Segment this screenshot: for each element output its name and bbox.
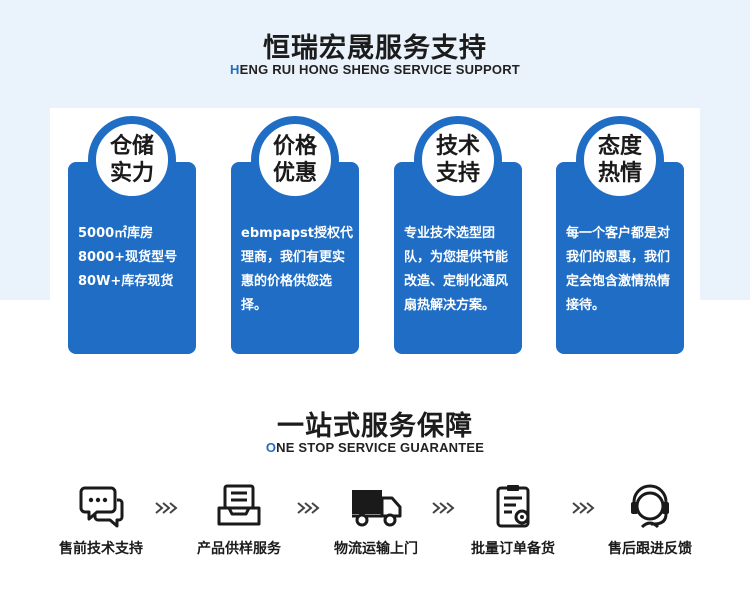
page-title: 恒瑞宏晟服务支持 xyxy=(263,33,487,64)
step-sample: 产品供样服务 xyxy=(179,482,299,558)
badge-price-label: 价格优惠 xyxy=(272,134,317,186)
chevrons-right-icon xyxy=(572,502,595,514)
delivery-truck-icon xyxy=(352,490,402,527)
inbox-tray-icon xyxy=(217,484,261,526)
badge-attitude-label: 态度热情 xyxy=(597,134,642,186)
page-subtitle-rest: ENG RUI HONG SHENG SERVICE SUPPORT xyxy=(239,62,520,77)
chevrons-right-icon xyxy=(432,502,455,514)
card-price-text: ebmpapst授权代理商，我们有更实惠的价格供您选择。 xyxy=(241,226,354,313)
card-warehouse: 5000㎡库房 8000+现货型号 80W+库存现货 xyxy=(68,162,196,354)
step-logistics: 物流运输上门 xyxy=(316,482,436,558)
section-subtitle-rest: NE STOP SERVICE GUARANTEE xyxy=(276,440,485,455)
badge-tech: 技术支持 xyxy=(414,116,502,204)
step-bulk-order-label: 批量订单备货 xyxy=(471,541,555,557)
card-attitude-text: 每一个客户都是对我们的恩惠，我们定会饱含激情热情接待。 xyxy=(566,226,671,313)
step-presales: 售前技术支持 xyxy=(41,482,161,558)
chat-bubbles-icon xyxy=(79,486,124,528)
page-subtitle-initial: H xyxy=(230,62,240,77)
card-price: ebmpapst授权代理商，我们有更实惠的价格供您选择。 xyxy=(231,162,359,354)
step-presales-label: 售前技术支持 xyxy=(59,541,143,557)
step-bulk-order: 批量订单备货 xyxy=(453,482,573,558)
chevrons-right-icon xyxy=(155,502,178,514)
step-after-sales: 售后跟进反馈 xyxy=(590,482,710,558)
headset-support-icon xyxy=(631,484,669,529)
badge-tech-label: 技术支持 xyxy=(435,134,480,186)
step-sample-label: 产品供样服务 xyxy=(197,541,281,557)
badge-price: 价格优惠 xyxy=(251,116,339,204)
section-title: 一站式服务保障 xyxy=(277,411,473,442)
card-warehouse-text: 5000㎡库房 8000+现货型号 80W+库存现货 xyxy=(78,226,178,289)
chevrons-right-icon xyxy=(297,502,320,514)
badge-warehouse-label: 仓储实力 xyxy=(109,134,154,186)
badge-attitude: 态度热情 xyxy=(576,116,664,204)
order-clipboard-icon xyxy=(496,485,530,528)
card-tech-text: 专业技术选型团队，为您提供节能改造、定制化通风扇热解决方案。 xyxy=(404,226,509,313)
step-after-sales-label: 售后跟进反馈 xyxy=(608,541,692,557)
section-subtitle: ONE STOP SERVICE GUARANTEE xyxy=(0,440,750,455)
section-subtitle-initial: O xyxy=(265,440,277,455)
step-logistics-label: 物流运输上门 xyxy=(334,541,418,557)
page-subtitle: HENG RUI HONG SHENG SERVICE SUPPORT xyxy=(0,62,750,77)
badge-warehouse: 仓储实力 xyxy=(88,116,176,204)
